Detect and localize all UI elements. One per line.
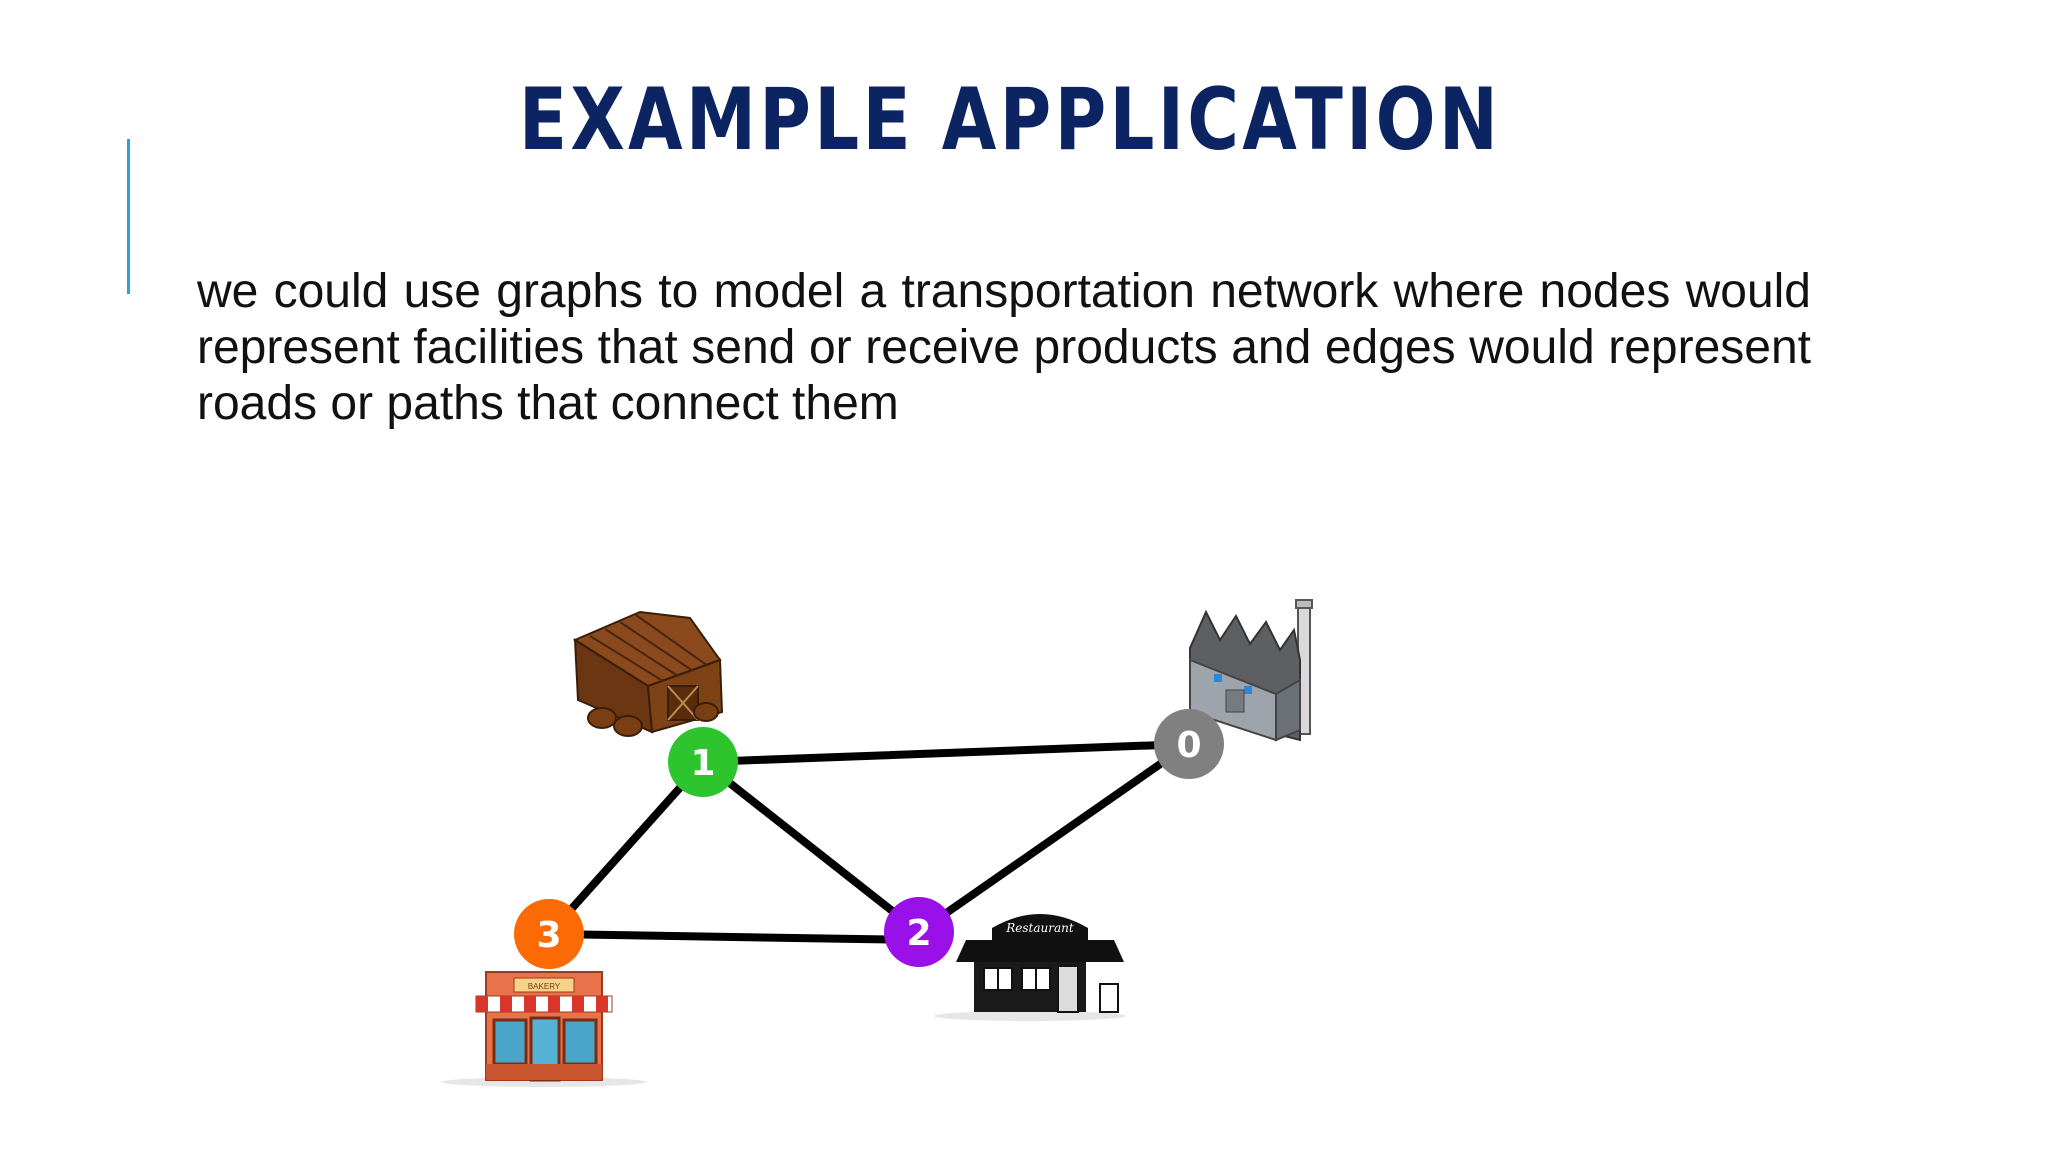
factory-icon bbox=[1189, 599, 1313, 742]
graph-edges bbox=[545, 740, 1193, 944]
restaurant-sign-text: Restaurant bbox=[1005, 921, 1074, 935]
edge-2-0 bbox=[915, 740, 1193, 936]
accent-bar bbox=[127, 139, 130, 294]
bakery-awning bbox=[475, 995, 613, 1013]
bakery-sign-text: BAKERY bbox=[528, 982, 561, 991]
edge-1-2 bbox=[699, 758, 923, 936]
node-2-label: 2 bbox=[906, 913, 931, 954]
node-3: 3 bbox=[514, 899, 584, 969]
graph-nodes: 0 1 2 3 bbox=[514, 709, 1224, 969]
bakery-icon: BAKERY bbox=[442, 971, 646, 1087]
node-1-label: 1 bbox=[690, 743, 715, 784]
restaurant-icon: Restaurant bbox=[934, 914, 1126, 1021]
node-2: 2 bbox=[884, 897, 954, 967]
node-1: 1 bbox=[668, 727, 738, 797]
edge-1-0 bbox=[699, 740, 1193, 766]
warehouse-icon bbox=[572, 610, 724, 737]
node-3-label: 3 bbox=[536, 915, 561, 956]
node-0-label: 0 bbox=[1176, 725, 1201, 766]
slide-body-text: we could use graphs to model a transport… bbox=[197, 265, 1811, 430]
slide-title: EXAMPLE APPLICATION bbox=[518, 70, 1502, 170]
edge-1-3 bbox=[545, 758, 707, 938]
node-0: 0 bbox=[1154, 709, 1224, 779]
edge-3-2 bbox=[545, 930, 923, 944]
